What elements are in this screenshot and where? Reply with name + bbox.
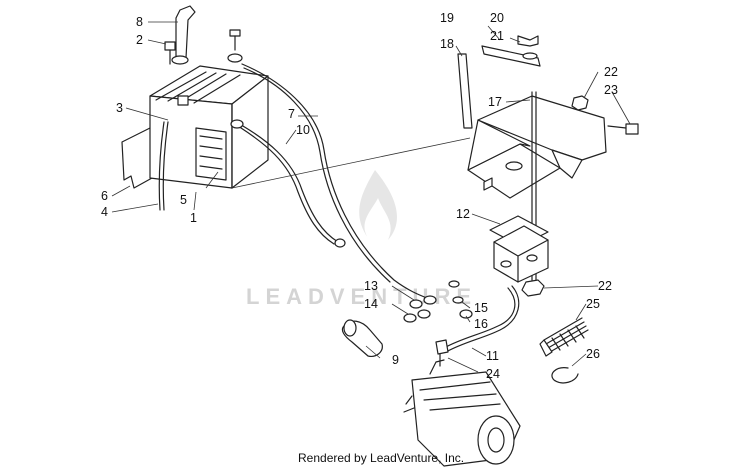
- wing-nut: [517, 35, 539, 47]
- watermark-text: LEADVENTURE: [246, 284, 477, 309]
- strap-clip: [481, 45, 541, 67]
- positive-cable: [241, 63, 433, 301]
- hold-strap: [457, 53, 473, 129]
- starter-solenoid: [489, 215, 549, 283]
- starter-cable: [445, 285, 520, 353]
- callout-8: 8: [136, 15, 143, 29]
- cable-terminal: [435, 339, 449, 355]
- callout-1: 1: [190, 211, 197, 225]
- callouts: 8 2 3 6 4 5 1 7 10 19 18 20 21 17 22 23 …: [101, 11, 618, 381]
- callout-16: 16: [474, 317, 488, 331]
- callout-12: 12: [456, 207, 470, 221]
- callout-5: 5: [180, 193, 187, 207]
- callout-3: 3: [116, 101, 123, 115]
- hardware-13-16: [403, 280, 473, 323]
- callout-20: 20: [490, 11, 504, 25]
- callout-22-lower: 22: [598, 279, 612, 293]
- watermark: LEADVENTURE: [246, 170, 477, 309]
- callout-15: 15: [474, 301, 488, 315]
- callout-24: 24: [486, 367, 500, 381]
- snap-ring: [551, 367, 579, 384]
- callout-21: 21: [490, 29, 504, 43]
- starter-motor: [403, 359, 521, 467]
- callout-23: 23: [604, 83, 618, 97]
- callout-7: 7: [288, 107, 295, 121]
- battery: [149, 65, 269, 189]
- credit-text: Rendered by LeadVenture, Inc.: [298, 451, 464, 465]
- callout-4: 4: [101, 205, 108, 219]
- negative-cable: [235, 121, 339, 243]
- washer: [522, 52, 538, 60]
- callout-18: 18: [440, 37, 454, 51]
- flame-icon: [359, 170, 397, 240]
- callout-17: 17: [488, 95, 502, 109]
- callout-19: 19: [440, 11, 454, 25]
- cable-bolt: [227, 29, 243, 63]
- callout-10: 10: [296, 123, 310, 137]
- spring: [539, 317, 589, 357]
- terminal-bolt: [164, 41, 176, 65]
- callout-9: 9: [392, 353, 399, 367]
- vent-tube: [158, 121, 165, 211]
- callout-13: 13: [364, 279, 378, 293]
- leader-lines: [111, 21, 631, 373]
- callout-26: 26: [586, 347, 600, 361]
- terminal-cap: [171, 5, 196, 65]
- nut-lower: [521, 279, 545, 297]
- callout-11: 11: [486, 349, 499, 363]
- callout-14: 14: [364, 297, 378, 311]
- callout-6: 6: [101, 189, 108, 203]
- callout-22-upper: 22: [604, 65, 618, 79]
- battery-bracket: [467, 95, 607, 199]
- bolt-23: [607, 123, 639, 135]
- battery-strap: [121, 127, 153, 189]
- nut-upper: [571, 95, 589, 111]
- callout-25: 25: [586, 297, 600, 311]
- callout-2: 2: [136, 33, 143, 47]
